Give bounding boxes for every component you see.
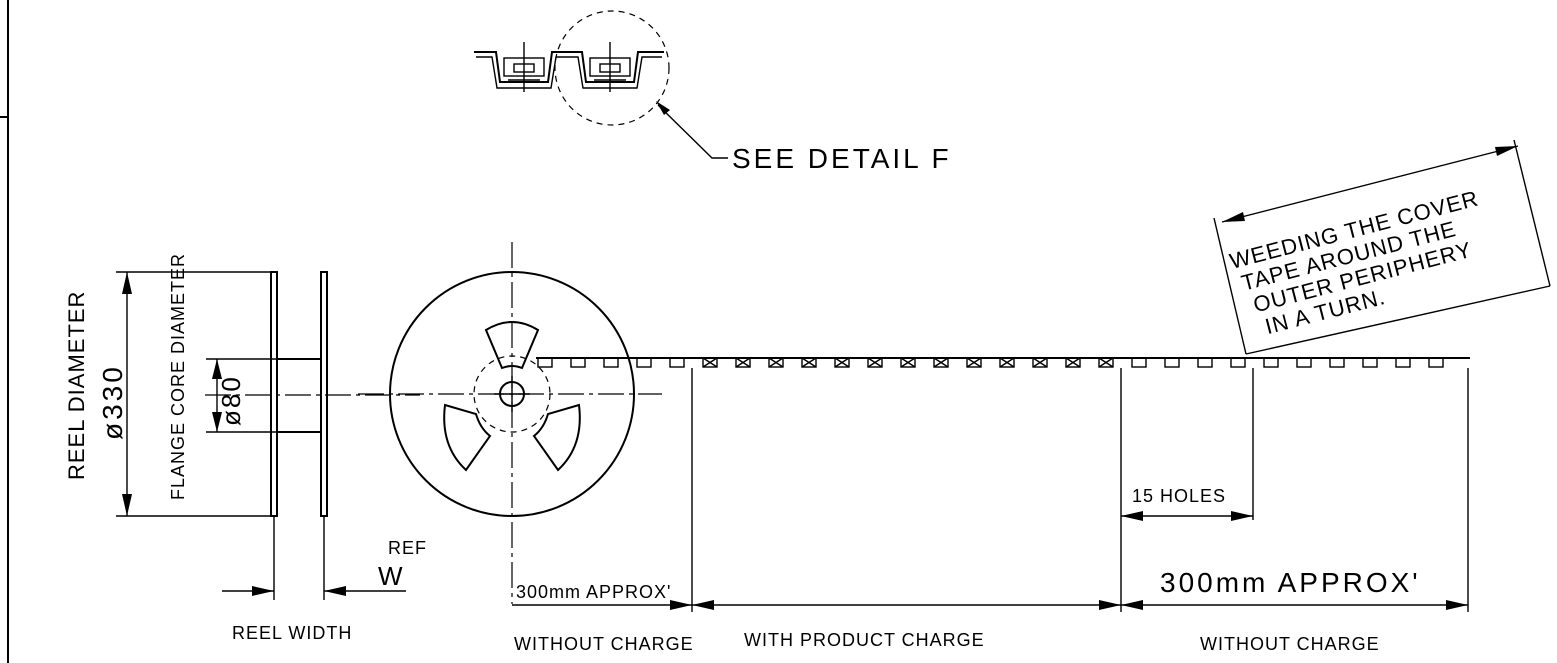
approx-dimensions: 300mm APPROX' 300mm APPROX' xyxy=(512,567,1468,610)
empty-pockets-left xyxy=(537,357,685,368)
tape-strip xyxy=(536,357,1470,368)
holes-label: 15 HOLES xyxy=(1132,486,1226,506)
without-charge-right: WITHOUT CHARGE xyxy=(1200,634,1380,654)
reel-width-label: REEL WIDTH xyxy=(232,623,352,643)
reel-width-dimension: REF W REEL WIDTH xyxy=(222,516,427,643)
approx-right-label: 300mm APPROX' xyxy=(1160,567,1421,598)
empty-pockets-right xyxy=(1131,357,1444,368)
flange-core-label: FLANGE CORE DIAMETER xyxy=(168,253,188,500)
holes-dimension: 15 HOLES xyxy=(1121,486,1253,521)
flange-core-value: ø80 xyxy=(216,375,246,426)
w-label: W xyxy=(378,561,405,591)
loaded-pockets xyxy=(702,357,1114,368)
approx-left-label: 300mm APPROX' xyxy=(516,582,672,602)
reel-diameter-label: REEL DIAMETER xyxy=(64,291,89,480)
tape-cross-section xyxy=(474,42,664,92)
reel-front-view xyxy=(358,242,662,604)
without-charge-left: WITHOUT CHARGE xyxy=(514,634,694,654)
reel-diameter-dimension: REEL DIAMETER ø330 xyxy=(64,271,271,517)
section-labels: WITHOUT CHARGE WITH PRODUCT CHARGE WITHO… xyxy=(514,630,1380,654)
see-detail-label: SEE DETAIL F xyxy=(732,143,952,174)
flange-core-dimension: FLANGE CORE DIAMETER ø80 xyxy=(168,253,277,500)
section-boundaries xyxy=(691,368,1469,612)
with-product-charge: WITH PRODUCT CHARGE xyxy=(744,630,985,650)
frame-border xyxy=(0,0,9,663)
weeding-note: WEEDING THE COVER TAPE AROUND THE OUTER … xyxy=(1213,139,1551,355)
detail-f-callout: SEE DETAIL F xyxy=(554,10,952,174)
ref-label: REF xyxy=(388,538,427,558)
reel-diameter-value: ø330 xyxy=(97,364,128,440)
